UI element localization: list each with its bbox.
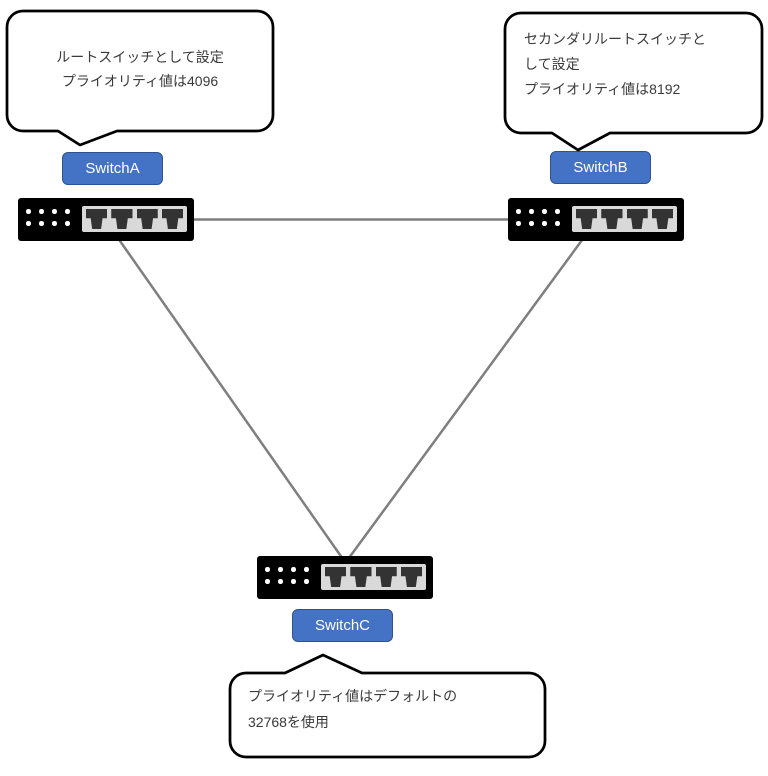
ethernet-port-icon — [86, 209, 108, 229]
callout-bubble-switch-b — [503, 11, 764, 152]
callout-line: して設定 — [524, 56, 580, 72]
link-switchb-switchc — [344, 220, 598, 563]
callout-switch-a-text: ルートスイッチとして設定 プライオリティ値は4096 — [7, 45, 273, 93]
ethernet-port-icon — [400, 567, 422, 587]
ethernet-port-icon — [111, 209, 133, 229]
vent-dots-icon — [516, 209, 560, 226]
callout-switch-c-text: プライオリティ値はデフォルトの 32768を使用 — [248, 683, 528, 735]
ethernet-port-icon — [350, 567, 372, 587]
callout-line: ルートスイッチとして設定 — [56, 49, 224, 65]
switch-device-a — [18, 198, 194, 241]
switch-device-c — [257, 556, 433, 599]
port-panel — [321, 564, 426, 590]
callout-switch-b-text: セカンダリルートスイッチと して設定 プライオリティ値は8192 — [524, 27, 750, 102]
switch-b-label: SwitchB — [550, 151, 651, 184]
ethernet-port-icon — [576, 209, 598, 229]
switch-device-b — [508, 198, 684, 241]
port-panel — [572, 206, 677, 232]
switch-a-label: SwitchA — [62, 152, 163, 185]
callout-line: プライオリティ値はデフォルトの — [248, 688, 458, 704]
ethernet-port-icon — [626, 209, 648, 229]
ethernet-port-icon — [136, 209, 158, 229]
callout-line: セカンダリルートスイッチと — [524, 31, 706, 47]
callout-line: 32768を使用 — [248, 714, 329, 730]
ethernet-port-icon — [651, 209, 673, 229]
link-switcha-switchc — [104, 220, 347, 563]
port-panel — [82, 206, 187, 232]
vent-dots-icon — [26, 209, 70, 226]
callout-bubble-switch-c — [228, 653, 547, 759]
vent-dots-icon — [265, 567, 309, 584]
switch-c-label: SwitchC — [292, 609, 393, 642]
callout-line: プライオリティ値は8192 — [524, 81, 681, 97]
ethernet-port-icon — [375, 567, 397, 587]
ethernet-port-icon — [325, 567, 347, 587]
ethernet-port-icon — [161, 209, 183, 229]
callout-line: プライオリティ値は4096 — [61, 73, 219, 89]
ethernet-port-icon — [601, 209, 623, 229]
callout-bubble-switch-a — [5, 9, 275, 147]
